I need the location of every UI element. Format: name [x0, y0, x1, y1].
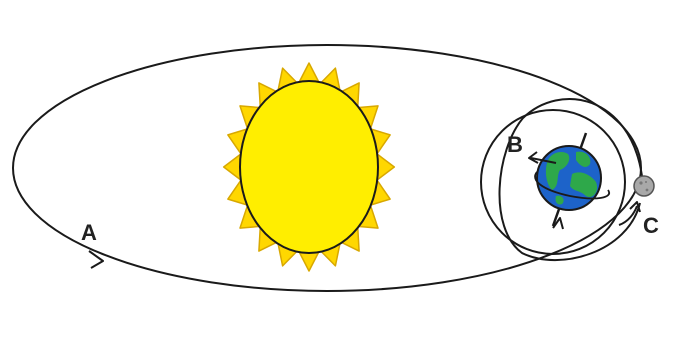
sun-core [240, 81, 378, 253]
moon-orbit-arrow [619, 206, 637, 225]
label-a: A [81, 220, 97, 245]
sun-icon [224, 63, 395, 271]
moon-icon [634, 176, 654, 196]
label-c: C [643, 213, 659, 238]
earth-icon [535, 133, 609, 226]
label-b: B [507, 132, 523, 157]
